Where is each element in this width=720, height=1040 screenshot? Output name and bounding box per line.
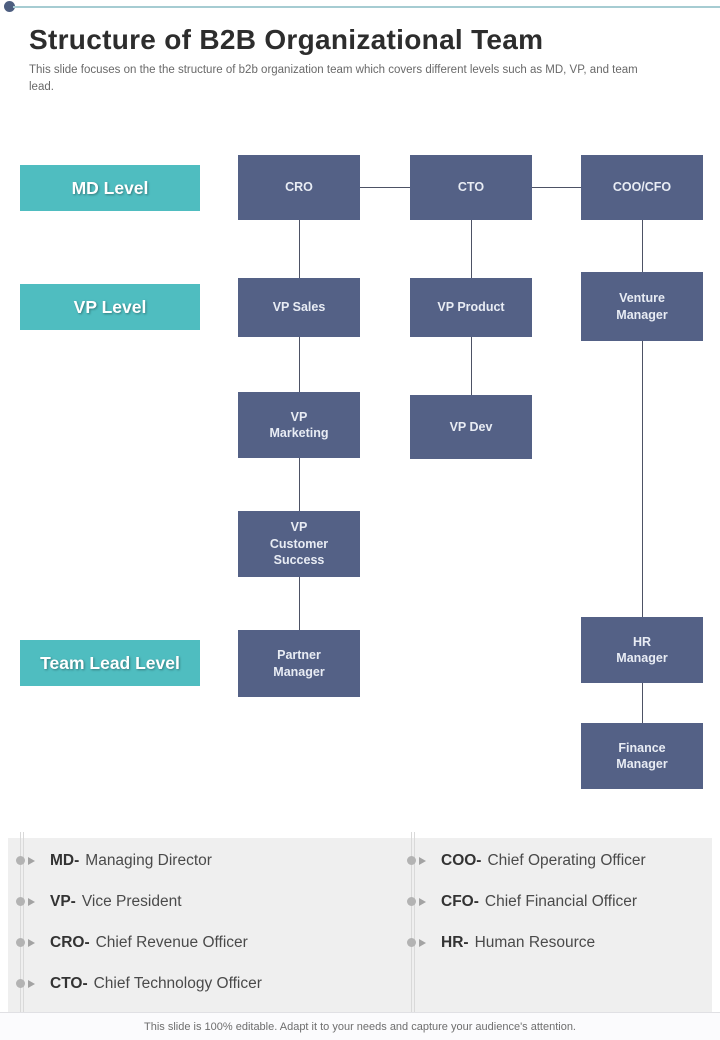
legend-abbr: COO- bbox=[441, 851, 482, 869]
legend-item-cto: CTO- Chief Technology Officer bbox=[8, 963, 398, 1004]
connector-cro-cto bbox=[360, 187, 410, 188]
bullet-dot-icon bbox=[16, 938, 25, 947]
org-node-finance-manager: Finance Manager bbox=[581, 723, 703, 789]
bullet-arrow-icon bbox=[419, 897, 426, 906]
legend-panel bbox=[8, 838, 712, 1012]
legend-abbr: HR- bbox=[441, 933, 469, 951]
legend-desc: Human Resource bbox=[474, 933, 596, 951]
connector-vpcust-partner bbox=[299, 577, 300, 630]
legend-desc: Chief Financial Officer bbox=[484, 892, 638, 910]
connector-cto-coocfo bbox=[532, 187, 581, 188]
connector-vpsales-vpmarketing bbox=[299, 337, 300, 392]
legend-item-cro: CRO- Chief Revenue Officer bbox=[8, 922, 398, 963]
legend-guide-line bbox=[23, 832, 24, 1012]
top-left-dot-decoration bbox=[4, 1, 15, 12]
bullet-dot-icon bbox=[407, 897, 416, 906]
slide-subtitle: This slide focuses on the the structure … bbox=[29, 64, 638, 93]
bullet-arrow-icon bbox=[419, 856, 426, 865]
connector-vpproduct-vpdev bbox=[471, 337, 472, 395]
legend-item-hr: HR- Human Resource bbox=[399, 922, 712, 963]
legend-abbr: CFO- bbox=[441, 892, 479, 910]
legend-item-cfo: CFO- Chief Financial Officer bbox=[399, 881, 712, 922]
top-divider-line bbox=[13, 6, 720, 8]
legend-guide-line bbox=[20, 832, 21, 1012]
connector-venture-hr bbox=[642, 341, 643, 617]
level-label-team-lead: Team Lead Level bbox=[20, 640, 200, 686]
legend-column-left: MD- Managing Director VP- Vice President… bbox=[8, 840, 398, 1004]
org-node-hr-manager: HR Manager bbox=[581, 617, 703, 683]
legend-desc: Vice President bbox=[81, 892, 182, 910]
level-label-md-text: MD Level bbox=[71, 177, 149, 198]
bullet-arrow-icon bbox=[419, 938, 426, 947]
legend-abbr: CRO- bbox=[50, 933, 90, 951]
bullet-arrow-icon bbox=[28, 979, 35, 988]
legend-guide-line bbox=[411, 832, 412, 1012]
legend-desc: Chief Revenue Officer bbox=[95, 933, 248, 951]
org-node-vp-product: VP Product bbox=[410, 278, 532, 337]
bullet-arrow-icon bbox=[28, 856, 35, 865]
bullet-dot-icon bbox=[16, 897, 25, 906]
slide-footer: This slide is 100% editable. Adapt it to… bbox=[0, 1012, 720, 1040]
connector-cro-vpsales bbox=[299, 220, 300, 278]
bullet-dot-icon bbox=[16, 979, 25, 988]
bullet-arrow-icon bbox=[28, 897, 35, 906]
legend-abbr: CTO- bbox=[50, 974, 88, 992]
footer-note: This slide is 100% editable. Adapt it to… bbox=[144, 1021, 576, 1033]
legend-guide-line bbox=[414, 832, 415, 1012]
connector-cto-vpproduct bbox=[471, 220, 472, 278]
org-node-cro: CRO bbox=[238, 155, 360, 220]
level-label-vp: VP Level bbox=[20, 284, 200, 330]
org-node-vp-dev: VP Dev bbox=[410, 395, 532, 459]
slide-title: Structure of B2B Organizational Team bbox=[29, 24, 544, 55]
legend-item-md: MD- Managing Director bbox=[8, 840, 398, 881]
org-node-vp-customer-success: VP Customer Success bbox=[238, 511, 360, 577]
connector-vpmarketing-vpcust bbox=[299, 458, 300, 511]
legend-item-coo: COO- Chief Operating Officer bbox=[399, 840, 712, 881]
legend-column-right: COO- Chief Operating Officer CFO- Chief … bbox=[399, 840, 712, 963]
legend-abbr: MD- bbox=[50, 851, 80, 869]
legend-item-vp: VP- Vice President bbox=[8, 881, 398, 922]
level-label-team-lead-text: Team Lead Level bbox=[40, 652, 180, 673]
bullet-arrow-icon bbox=[28, 938, 35, 947]
org-node-venture-manager: Venture Manager bbox=[581, 272, 703, 341]
legend-desc: Chief Technology Officer bbox=[93, 974, 262, 992]
legend-desc: Chief Operating Officer bbox=[487, 851, 646, 869]
bullet-dot-icon bbox=[407, 856, 416, 865]
bullet-dot-icon bbox=[407, 938, 416, 947]
bullet-dot-icon bbox=[16, 856, 25, 865]
level-label-md: MD Level bbox=[20, 165, 200, 211]
connector-coocfo-venture bbox=[642, 220, 643, 272]
org-node-coo-cfo: COO/CFO bbox=[581, 155, 703, 220]
legend-desc: Managing Director bbox=[85, 851, 212, 869]
legend-abbr: VP- bbox=[50, 892, 76, 910]
org-node-cto: CTO bbox=[410, 155, 532, 220]
connector-hr-finance bbox=[642, 683, 643, 723]
org-node-partner-manager: Partner Manager bbox=[238, 630, 360, 697]
org-node-vp-sales: VP Sales bbox=[238, 278, 360, 337]
level-label-vp-text: VP Level bbox=[73, 296, 147, 317]
org-node-vp-marketing: VP Marketing bbox=[238, 392, 360, 458]
